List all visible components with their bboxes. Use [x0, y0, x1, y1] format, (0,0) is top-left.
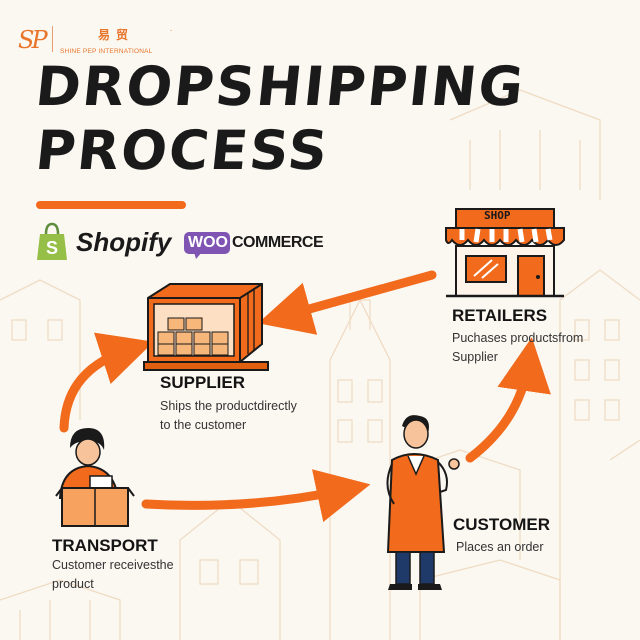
transport-desc-line-2: product — [52, 577, 94, 591]
arrow-customer-to-retailer — [465, 337, 551, 463]
supplier-title: SUPPLIER — [160, 373, 246, 392]
transport-title: TRANSPORT — [52, 536, 158, 555]
logo-monogram: SP — [18, 26, 48, 54]
woocommerce-logo: WOO COMMERCE — [184, 232, 324, 259]
woo-badge: WOO — [184, 232, 230, 254]
shop-sign-text: SHOP — [484, 209, 511, 222]
woo-speech-tail-icon — [194, 252, 202, 259]
retailers-desc-line-2: Supplier — [452, 350, 498, 364]
supplier-crate-icon — [143, 283, 269, 371]
shopify-logo: S Shopify — [34, 222, 174, 262]
logo-chinese-text: 易贸 — [98, 28, 135, 42]
transport-desc-line-1: Customer receivesthe — [52, 558, 174, 572]
customer-title: CUSTOMER — [453, 515, 550, 534]
logo-divider — [52, 26, 53, 52]
arrow-transport-to-supplier — [59, 332, 154, 433]
customer-desc-line-1: Places an order — [456, 540, 544, 554]
svg-text:S: S — [46, 238, 58, 258]
woo-wordmark: WOO — [188, 234, 228, 251]
shopify-bag-icon: S — [37, 222, 67, 260]
retailers-title: RETAILERS — [452, 306, 548, 325]
company-logo: SP 易贸 SHINE PEP INTERNATIONAL . — [16, 24, 176, 60]
customer-person-icon — [386, 415, 460, 590]
logo-dot: . — [170, 24, 173, 33]
shopify-wordmark: Shopify — [76, 227, 172, 257]
arrow-transport-to-customer — [141, 469, 371, 523]
supplier-desc-line-1: Ships the productdirectly — [160, 399, 297, 413]
logo-company-name: SHINE PEP INTERNATIONAL — [60, 48, 153, 55]
transport-person-icon — [55, 428, 135, 527]
arrow-retailer-to-supplier — [257, 270, 437, 335]
retailers-desc-line-1: Puchases productsfrom — [452, 331, 584, 345]
retailer-shop-icon — [445, 208, 565, 298]
supplier-desc-line-2: to the customer — [160, 418, 247, 432]
title-underline — [36, 201, 186, 209]
commerce-wordmark: COMMERCE — [232, 234, 324, 251]
